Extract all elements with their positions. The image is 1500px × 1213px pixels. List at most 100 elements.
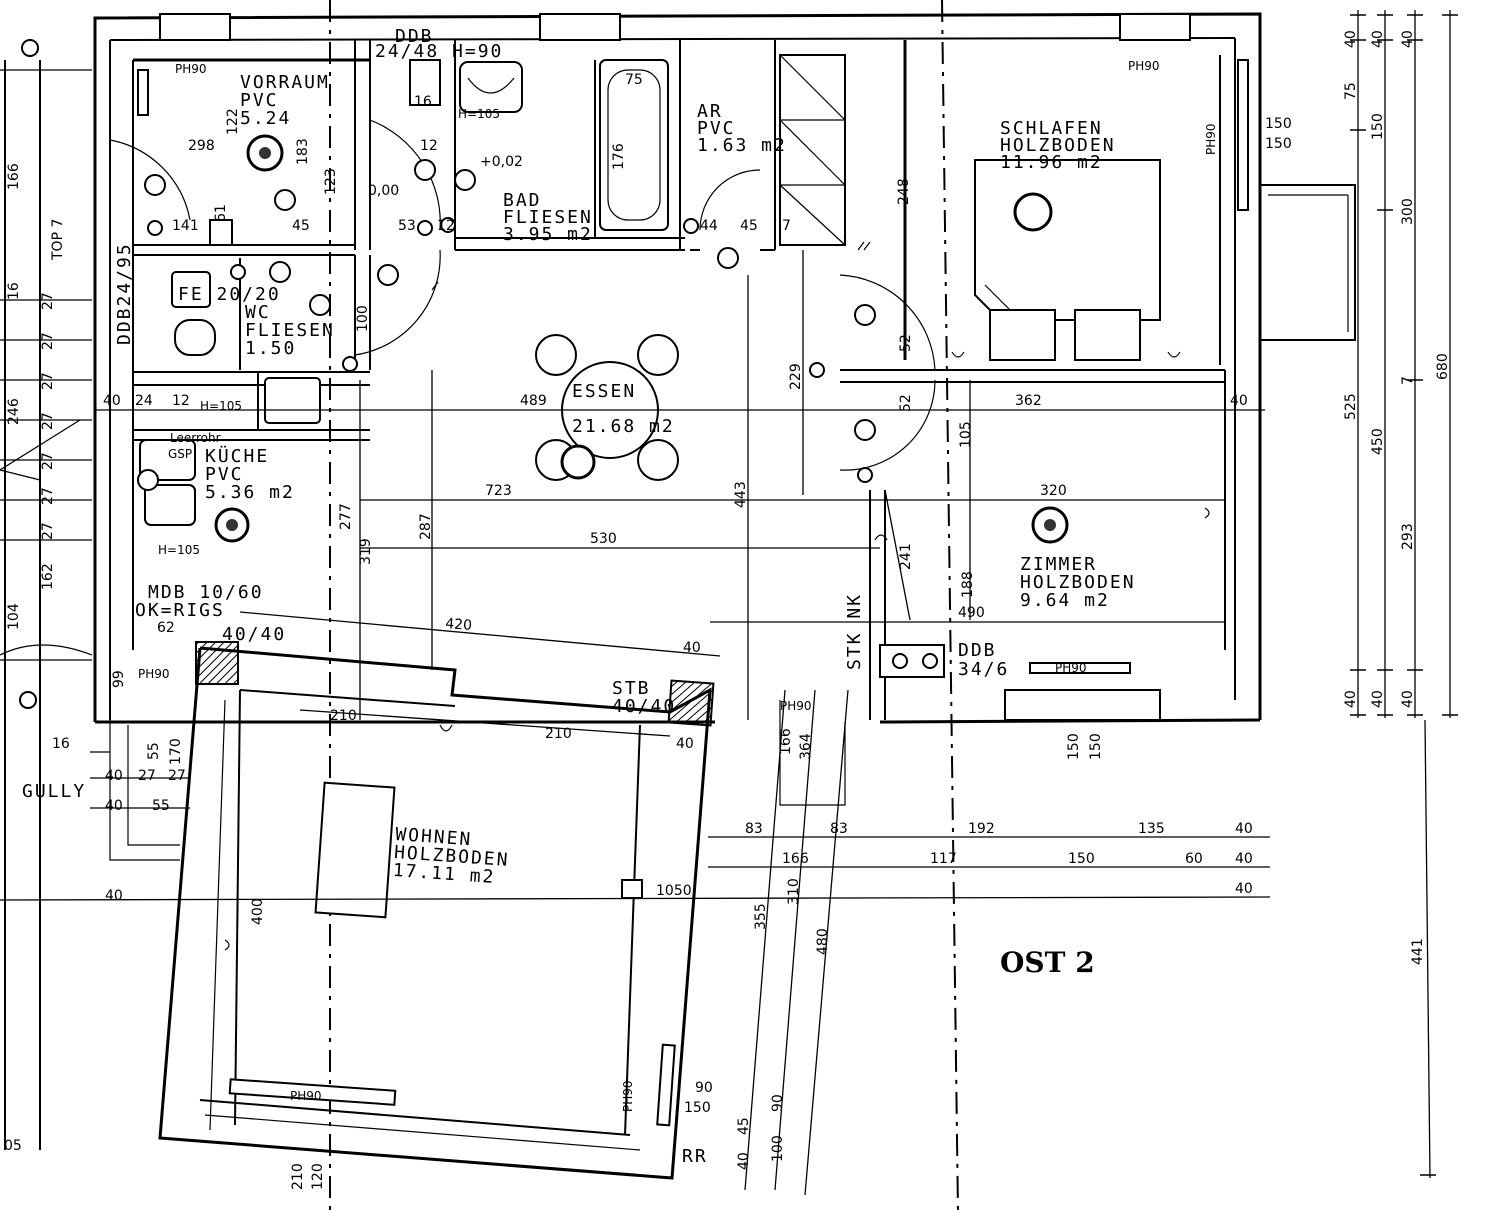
label-ddb-right: DDB: [958, 640, 997, 661]
dimension-label: 61: [213, 204, 229, 222]
dimension-label: 120: [310, 1163, 326, 1190]
dimension-label: 123: [323, 168, 339, 195]
dimension-label: 122: [225, 108, 241, 135]
dimension-label: 166: [782, 851, 809, 867]
room-vorraum-name: VORRAUM: [240, 72, 330, 93]
dimension-label: 150: [1068, 851, 1095, 867]
dimension-label: 176: [611, 143, 627, 170]
label-ddb-top: DDB: [395, 26, 434, 47]
dimension-label: 12: [172, 393, 190, 409]
dimension-label: 248: [896, 178, 912, 205]
dimension-label: 05: [4, 1138, 22, 1154]
dimension-label: 210: [545, 726, 572, 742]
label-leerrohr: Leerrohr: [170, 431, 221, 445]
dimension-label: 90: [770, 1094, 786, 1112]
ceiling-lamps: [214, 134, 1069, 544]
dimension-label: 83: [830, 821, 848, 837]
label-mdb: MDB 10/60: [148, 582, 264, 603]
axis-lines: [329, 0, 959, 1213]
dimension-label: 162: [40, 563, 56, 590]
dimension-label: 40: [736, 1152, 752, 1170]
dimension-label: 83: [745, 821, 763, 837]
dimension-label: 480: [815, 928, 831, 955]
dimension-label: 364: [798, 733, 814, 760]
room-essen-area: 21.68 m2: [572, 416, 675, 437]
dimension-label: 100: [770, 1135, 786, 1162]
dimension-label: 27: [40, 372, 56, 390]
dimension-label: 310: [786, 878, 802, 905]
dimension-label: 45: [292, 218, 310, 234]
label-ph90-3: PH90: [138, 667, 170, 681]
dimension-label: 12: [437, 218, 455, 234]
dimension-label: 53: [398, 218, 416, 234]
dimension-label: 40: [1235, 851, 1253, 867]
room-schlafen-floor: HOLZBODEN: [1000, 135, 1116, 156]
dimension-label: 27: [40, 412, 56, 430]
dimension-label: 16: [6, 282, 22, 300]
outer-walls: [93, 12, 1356, 724]
dimension-label: 229: [788, 363, 804, 390]
dimension-label: 16: [414, 94, 432, 110]
room-zimmer-area: 9.64 m2: [1020, 590, 1110, 611]
wohnen-block: [109, 641, 846, 1180]
dimension-label: 75: [625, 72, 643, 88]
dimension-label: 40: [1235, 821, 1253, 837]
label-gully: GULLY: [22, 781, 86, 802]
dimension-label: 104: [6, 603, 22, 630]
plan-title: OST 2: [1000, 946, 1095, 979]
dimension-label: 277: [338, 503, 354, 530]
dimension-label: 40: [1343, 690, 1359, 708]
dimension-label: 117: [930, 851, 957, 867]
dimension-label: 40: [105, 768, 123, 784]
room-ar-floor: PVC: [697, 118, 736, 139]
annotation-labels: DDB 24/48 H=90 DDB24/95 DDB 34/6 MDB 10/…: [22, 26, 1218, 1167]
label-h105a: H=105: [458, 107, 500, 121]
label-stk-nk: STK NK: [844, 593, 865, 670]
dimension-label: 62: [157, 620, 175, 636]
dimension-label: 150: [1088, 733, 1104, 760]
dimension-label: 27: [40, 487, 56, 505]
dimension-label: 100: [355, 305, 371, 332]
dimension-label: 99: [111, 670, 127, 688]
label-h105b: H=105: [158, 543, 200, 557]
label-mdb-ok: OK=RIGS: [135, 600, 225, 621]
dimension-label: 60: [1185, 851, 1203, 867]
dimension-label: 52: [898, 394, 914, 412]
dimension-label: 450: [1370, 428, 1386, 455]
dimension-label: 40: [1370, 30, 1386, 48]
label-zero: +0,02: [480, 154, 523, 170]
dimension-label: 90: [695, 1080, 713, 1096]
dimension-label: 24: [135, 393, 153, 409]
dimension-label: 293: [1400, 523, 1416, 550]
dimension-label: 170: [168, 738, 184, 765]
dimension-label: 287: [418, 513, 434, 540]
dimension-label: 150: [1066, 733, 1082, 760]
dimension-label: 150: [1265, 116, 1292, 132]
dimension-label: 12: [420, 138, 438, 154]
room-wc-name: WC: [245, 302, 271, 323]
interior-walls: [132, 40, 1226, 721]
dimension-label: 188: [960, 571, 976, 598]
dimension-label: 27: [40, 522, 56, 540]
dimension-label: 27: [40, 452, 56, 470]
dimension-texts: 489 362 40 24 12 40 723 320 530 490 420 …: [4, 30, 1451, 1190]
room-zimmer-name: ZIMMER: [1020, 554, 1097, 575]
dimension-label: 40: [1343, 30, 1359, 48]
dimension-label: 723: [485, 483, 512, 499]
dimension-label: 7: [1400, 376, 1416, 385]
label-ph90-1: PH90: [175, 62, 207, 76]
dimension-label: 362: [1015, 393, 1042, 409]
fixtures: [137, 59, 1161, 526]
label-ddb-right-size: 34/6: [958, 659, 1009, 680]
room-vorraum-floor: PVC: [240, 90, 279, 111]
dimension-label: 40: [1370, 690, 1386, 708]
label-ddb-top-size: 24/48 H=90: [375, 41, 503, 62]
dimension-label: 490: [958, 605, 985, 621]
electrical-symbols: [137, 159, 1210, 951]
dimension-label: 135: [1138, 821, 1165, 837]
dimension-label: 40: [683, 640, 701, 656]
dimension-label: 40: [1400, 30, 1416, 48]
dimension-label: 210: [330, 708, 357, 724]
room-essen-name: ESSEN: [572, 381, 636, 402]
dimension-label: 525: [1343, 393, 1359, 420]
